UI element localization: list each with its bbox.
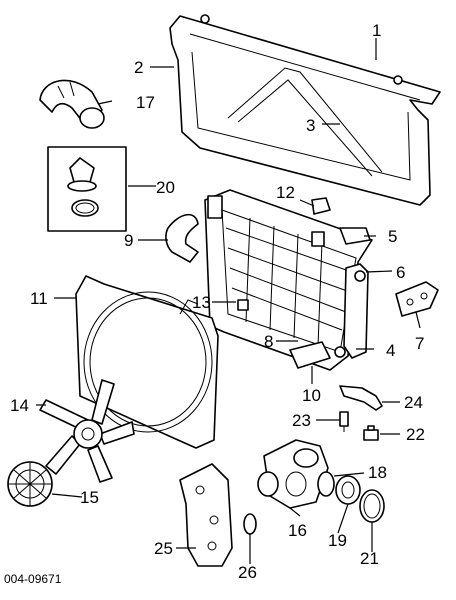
bypass-hose bbox=[339, 385, 383, 411]
callout-20: 20 bbox=[156, 178, 175, 197]
callout-7: 7 bbox=[415, 334, 424, 353]
thermostat-housing bbox=[257, 439, 329, 509]
callout-labels: 1 2 3 4 5 6 7 8 9 10 11 12 13 14 15 16 1… bbox=[10, 21, 425, 582]
callout-26: 26 bbox=[238, 563, 257, 582]
radiator-lower-hose bbox=[289, 341, 331, 369]
callout-23: 23 bbox=[292, 411, 311, 430]
outlet-gasket bbox=[317, 471, 335, 497]
water-pump-bracket bbox=[179, 463, 233, 567]
callout-9: 9 bbox=[124, 231, 133, 250]
seal-ring bbox=[359, 489, 385, 523]
radiator-support-frame bbox=[169, 14, 441, 206]
upper-hose-elbow bbox=[39, 79, 105, 129]
small-gasket bbox=[243, 513, 257, 535]
callout-5: 5 bbox=[388, 227, 397, 246]
fan-clutch bbox=[7, 461, 53, 507]
callout-25: 25 bbox=[154, 539, 173, 558]
callout-12: 12 bbox=[276, 183, 295, 202]
callout-14: 14 bbox=[10, 396, 29, 415]
callout-10: 10 bbox=[302, 386, 321, 405]
leader-lines bbox=[36, 38, 421, 564]
radiator bbox=[204, 189, 373, 371]
callout-17: 17 bbox=[136, 93, 155, 112]
callout-15: 15 bbox=[80, 488, 99, 507]
thermostat-kit-box bbox=[47, 146, 127, 232]
callout-2: 2 bbox=[134, 58, 143, 77]
callout-6: 6 bbox=[396, 263, 405, 282]
cooling-fan bbox=[39, 379, 135, 483]
callout-11: 11 bbox=[30, 289, 48, 308]
figure-code: 004-09671 bbox=[4, 572, 62, 586]
temperature-sensor bbox=[339, 411, 349, 432]
thermostat bbox=[335, 475, 361, 505]
callout-16: 16 bbox=[288, 521, 307, 540]
callout-19: 19 bbox=[328, 531, 347, 550]
callout-1: 1 bbox=[372, 21, 381, 40]
fan-shroud bbox=[75, 275, 219, 449]
callout-4: 4 bbox=[386, 341, 395, 360]
callout-21: 21 bbox=[360, 549, 379, 568]
callout-24: 24 bbox=[404, 393, 423, 412]
callout-13: 13 bbox=[192, 293, 211, 312]
lower-hose bbox=[165, 213, 199, 263]
mounting-bracket bbox=[395, 281, 439, 317]
bleed-valve bbox=[363, 425, 379, 441]
callout-22: 22 bbox=[406, 425, 425, 444]
callout-3: 3 bbox=[306, 116, 315, 135]
callout-18: 18 bbox=[368, 463, 387, 482]
callout-8: 8 bbox=[264, 332, 273, 351]
